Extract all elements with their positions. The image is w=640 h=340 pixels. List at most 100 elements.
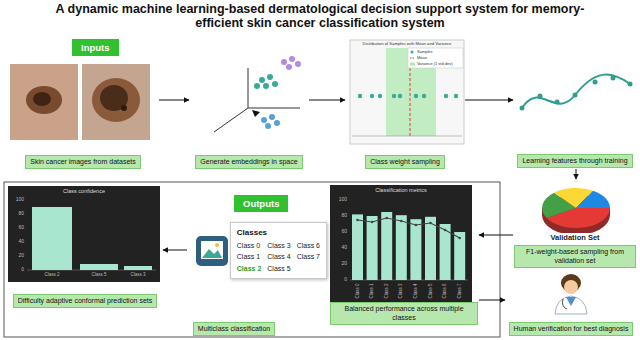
pie-slice [576,191,610,208]
panel: Multiclass classification [188,230,280,336]
chart-text: Distribution of Samples with Mean and Va… [363,42,452,46]
legend-box [408,48,463,68]
tag-box: Inputs [72,39,119,56]
doctor-icon [563,299,568,309]
embedding-cluster [281,56,301,70]
classes-box: ClassesClass 0Class 3Class 6Class 1Class… [230,222,327,279]
chart-text: Class 3 [130,273,145,278]
doctor-icon [566,297,576,306]
image-icon [201,241,223,259]
chart-text: Class 1 [370,283,375,298]
chart-text: 40 [18,239,24,244]
chart-text: Class 2 [44,273,59,278]
class-item: Class 7 [297,252,320,261]
panel-label: Multiclass classification [193,322,275,336]
chart-text: Class 5 [428,283,433,298]
tag-box: Outputs [234,195,288,212]
arrow-connector [576,169,577,179]
chart-text: Class 2 [384,283,389,298]
image-icon [196,236,228,266]
legend-sample [410,63,415,66]
chart-background [330,185,472,302]
panel: Class weight sampling [346,38,464,169]
panel: Validation SetF1-weight-based sampling f… [514,180,636,268]
list-heading: Classes [237,228,320,238]
chart-text: Class 5 [91,273,106,278]
image-icon [215,243,219,247]
chart-text: Class 6 [443,283,448,298]
curve-points [520,76,633,111]
chart-text: Variance (1 std dev) [417,62,453,66]
chart-text: Class 0 [355,283,360,298]
lesion [33,92,51,106]
panel: Human verification for best diagnosis [506,272,636,336]
class-item: Class 2 [237,264,262,273]
panel-label: Skin cancer images from datasets [25,155,140,169]
legend-sample [411,51,414,54]
panel-label: Balanced performance across multiple cla… [330,302,478,325]
panel-frame [4,182,500,337]
chart-text: Class 4 [414,283,419,298]
arrow-connector [163,250,187,251]
chart-text: Samples [417,50,433,54]
chart-text: 80 [18,211,24,216]
diagram-title: A dynamic machine learning-based dermato… [50,2,590,31]
tag-label: Inputs [81,42,110,53]
chart-background [8,186,160,282]
doctor-icon [555,296,587,314]
chart-text: Mean [417,56,427,60]
arrow-connector [479,235,513,236]
chart-text: 100 [16,197,24,202]
class-grid: Class 0Class 3Class 6Class 1Class 4Class… [237,241,320,272]
class-item: Class 3 [267,241,290,250]
panel-label: F1-weight-based sampling from validation… [514,245,636,268]
class-item: Class 5 [267,264,290,273]
lesion [26,86,62,114]
pointer [252,110,260,117]
axes [214,68,300,132]
lesion [100,85,128,111]
samples [358,94,458,98]
plot-frame [350,40,464,144]
class-item: Class 4 [267,252,290,261]
class-item: Class 1 [237,252,262,261]
doctor-icon [564,280,578,294]
bar [80,264,118,270]
panel-label: Human verification for best diagnosis [509,322,634,336]
arrow-connector [479,300,505,301]
chart-text: 40 [341,245,347,250]
chart-text: 80 [341,213,347,218]
image-icon [202,249,222,258]
arrow-connector [159,100,189,101]
skin-photo [10,64,78,140]
lesion [92,78,140,122]
panel: Balanced performance across multiple cla… [330,185,478,325]
embedding-cluster [254,74,278,89]
chart-text: 20 [341,261,347,266]
lesion [121,105,127,111]
learning-curve [522,75,630,108]
panel: Difficulty adaptive conformal prediction… [8,186,162,308]
chart-text: 100 [339,197,347,202]
panel-label: Learning features through training [517,154,632,168]
chart-text: 0 [344,277,347,282]
chart-text: 20 [18,253,24,258]
axis [352,136,462,137]
skin-photo [82,64,150,140]
tag-label: Outputs [243,198,279,209]
metric-points [356,217,461,240]
bar [124,266,152,270]
chart-text: 0 [21,267,24,272]
class-item: Class 0 [237,241,262,250]
bar [32,207,72,270]
chart-text: Classification metrics [375,188,427,194]
legend-sample [410,58,415,59]
embedding-cluster [261,114,280,129]
panel-label: Difficulty adaptive conformal prediction… [13,294,158,308]
chart-text: Class confidence [63,189,105,195]
chart-text: 60 [18,225,24,230]
panel-label: Generate embeddings in space [195,155,302,169]
chart-text: 60 [341,229,347,234]
pie-label: Validation Set [547,233,602,242]
metric-line [358,218,460,238]
